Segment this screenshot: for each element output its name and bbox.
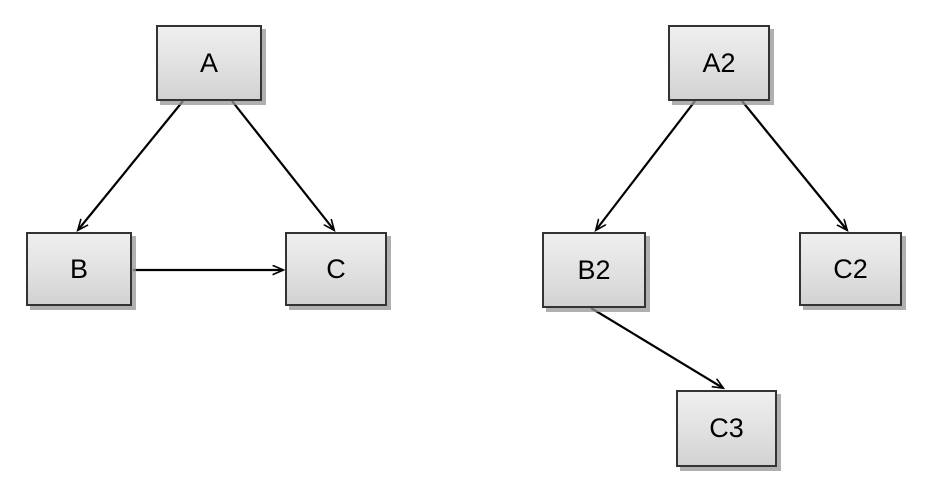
node-a2[interactable]: A2 (668, 25, 770, 101)
node-b-label: B (69, 253, 88, 284)
node-c2[interactable]: C2 (799, 232, 902, 306)
node-b[interactable]: B (26, 232, 132, 306)
node-c3[interactable]: C3 (676, 390, 777, 467)
edge-a-b (78, 100, 184, 230)
edge-a2-b2 (596, 100, 696, 230)
edge-a2-c2 (741, 100, 847, 230)
node-a2-label: A2 (702, 47, 736, 78)
edge-b2-c3 (590, 307, 723, 388)
node-c3-label: C3 (709, 413, 744, 443)
node-a[interactable]: A (156, 25, 262, 101)
node-c2-label: C2 (833, 253, 868, 284)
node-c-label: C (326, 253, 346, 284)
node-c[interactable]: C (285, 232, 387, 306)
node-a-label: A (199, 47, 218, 78)
node-b2[interactable]: B2 (542, 232, 646, 308)
edge-a-c (231, 100, 334, 230)
node-b2-label: B2 (577, 254, 611, 285)
